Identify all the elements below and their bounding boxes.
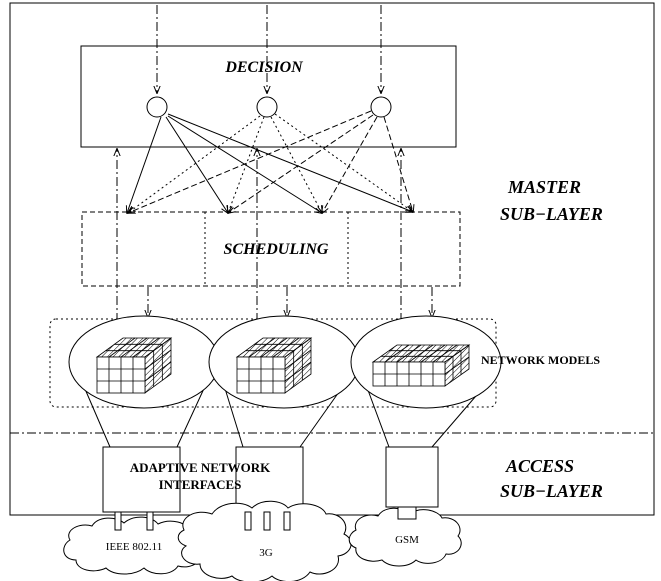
decision-box xyxy=(80,45,457,148)
dashed-decision-arrows xyxy=(128,110,413,213)
network-clouds xyxy=(63,500,462,581)
interface-pins xyxy=(114,506,417,531)
cloud-gsm xyxy=(348,507,462,567)
decision-node-2 xyxy=(256,96,278,118)
cube-stack-2 xyxy=(235,337,313,394)
scheduling-label: SCHEDULING xyxy=(224,241,329,258)
access-sublayer-label-line2: SUB−LAYER xyxy=(500,481,603,501)
adaptive-interfaces-label-line2: INTERFACES xyxy=(159,477,242,492)
decision-nodes xyxy=(146,96,392,118)
adaptive-interfaces-label-line1: ADAPTIVE NETWORK xyxy=(130,460,271,475)
interface-box-1 xyxy=(102,446,181,513)
master-sublayer-label-line2: SUB−LAYER xyxy=(500,204,603,224)
adaptive-interfaces xyxy=(102,446,439,513)
cloud-gsm-label: GSM xyxy=(395,534,419,546)
top-input-arrows xyxy=(157,5,381,93)
feedback-up-arrows xyxy=(117,149,401,322)
cloud-3g xyxy=(177,500,352,581)
scheduling-down-arrows xyxy=(148,287,432,317)
decision-label: DECISION xyxy=(224,59,304,76)
cloud-ieee-label: IEEE 802.11 xyxy=(106,541,162,553)
dotted-decision-arrows xyxy=(128,113,413,213)
scheduling-box xyxy=(81,211,461,287)
decision-node-3 xyxy=(370,96,392,118)
decision-node-1 xyxy=(146,96,168,118)
cube-stack-3 xyxy=(371,344,471,387)
cloud-3g-label: 3G xyxy=(259,547,273,559)
access-sublayer-label-line1: ACCESS xyxy=(505,456,574,476)
solid-decision-arrows xyxy=(127,113,413,213)
cube-stack-1 xyxy=(95,337,173,394)
scheduling-dividers xyxy=(204,212,349,286)
master-sublayer-label-line1: MASTER xyxy=(507,177,581,197)
interface-box-3 xyxy=(385,446,439,508)
cube-stacks xyxy=(95,337,471,394)
network-models-label: NETWORK MODELS xyxy=(481,353,600,367)
